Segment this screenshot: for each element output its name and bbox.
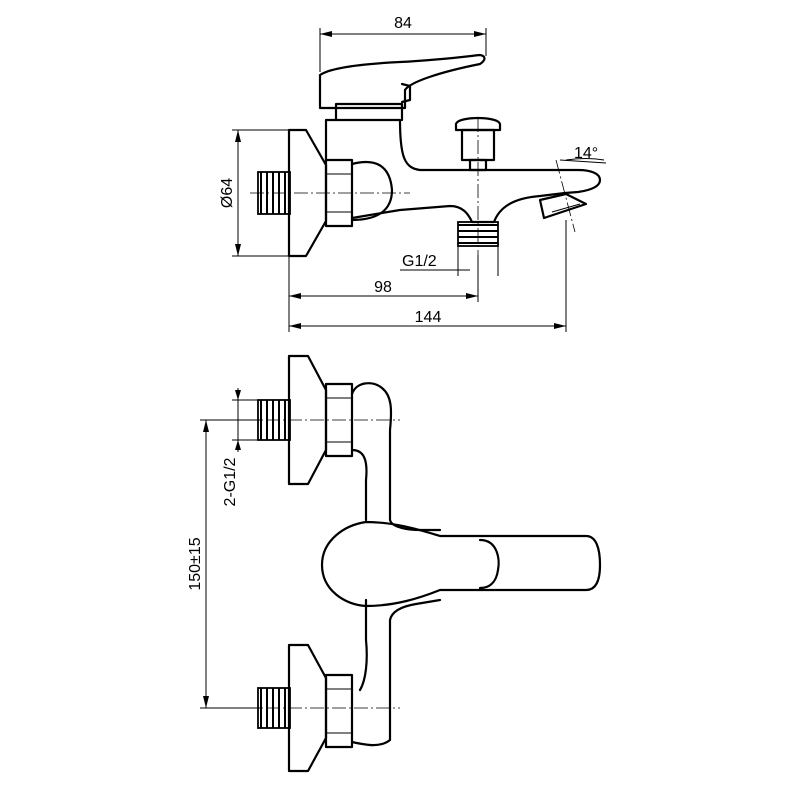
dim-outlet-thread: G1/2	[400, 246, 499, 276]
dim-flange-diameter: Ø64	[219, 129, 295, 257]
side-spout-aerator	[538, 192, 588, 220]
front-body	[350, 382, 442, 747]
dim-inlet-spacing-label: 150±15	[187, 537, 204, 590]
upper-inlet-assembly	[257, 354, 354, 486]
dim-inlet-threads: 2-G1/2	[222, 388, 262, 506]
side-eccentric-connector	[350, 160, 394, 222]
side-lever-handle	[318, 53, 486, 122]
front-mixer-handle	[320, 520, 602, 608]
dim-outlet-offset-label: 98	[374, 279, 392, 296]
side-body	[324, 118, 602, 224]
dim-spout-angle: 14°	[559, 145, 607, 164]
dim-inlet-spacing: 150±15	[187, 419, 262, 709]
dim-flange-diameter-label: Ø64	[219, 178, 236, 208]
dim-inlet-threads-label: 2-G1/2	[222, 457, 239, 506]
dim-total-depth: 144	[289, 220, 567, 332]
side-view: 84 Ø64 14° G1/2	[219, 15, 607, 332]
dim-spout-angle-label: 14°	[574, 145, 598, 162]
dim-handle-width-label: 84	[394, 15, 412, 32]
front-view: 2-G1/2 150±15	[187, 354, 602, 773]
dim-outlet-thread-label: G1/2	[402, 253, 437, 270]
dim-handle-width: 84	[319, 15, 487, 72]
dim-outlet-offset: 98	[288, 255, 479, 332]
dim-total-depth-label: 144	[415, 309, 442, 326]
